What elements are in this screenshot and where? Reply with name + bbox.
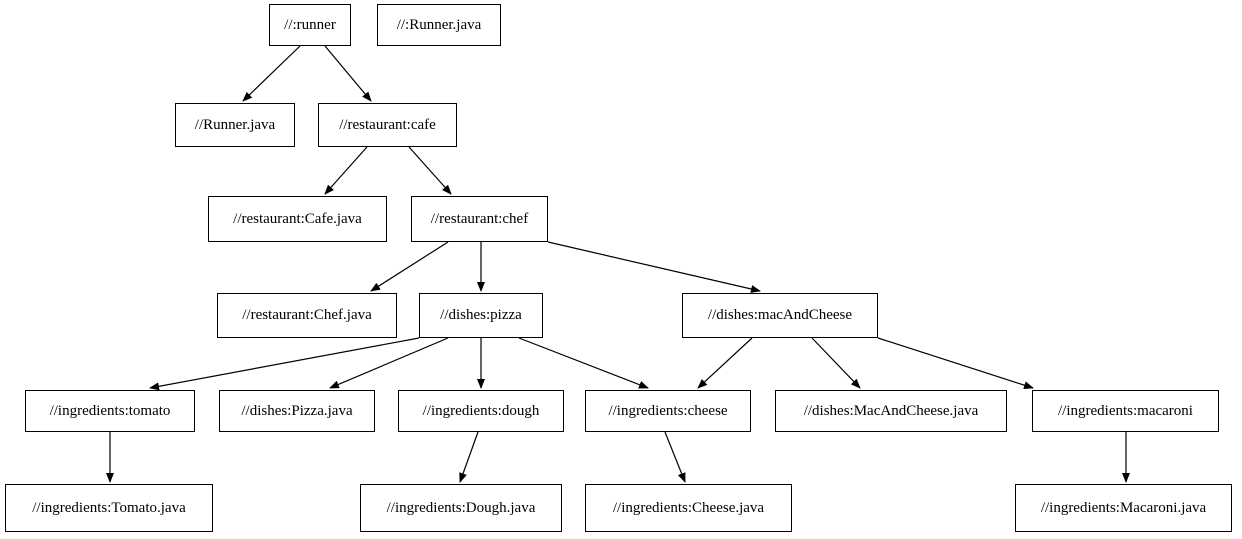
graph-node-label: //ingredients:Dough.java [386,499,536,516]
graph-node-label: //restaurant:Chef.java [242,307,372,323]
graph-node-label: //ingredients:tomato [49,402,171,419]
graph-node-ing_dough_java[interactable]: //ingredients:Dough.java [360,484,562,532]
graph-node-restaurant_chef[interactable]: //restaurant:chef [411,196,548,242]
graph-edge-runner-to-restaurant_cafe [324,45,372,102]
graph-node-ing_cheese[interactable]: //ingredients:cheese [585,390,751,432]
graph-node-dishes_pizza_java[interactable]: //dishes:Pizza.java [219,390,375,432]
graph-node-label: //dishes:MacAndCheese.java [803,402,979,419]
graph-node-label: //ingredients:Cheese.java [612,499,765,516]
graph-node-runner_java[interactable]: //Runner.java [175,103,295,147]
graph-edge-dishes_pizza-to-ing_cheese [518,337,649,389]
graph-node-root_runner_java[interactable]: //:Runner.java [377,4,501,46]
graph-edge-restaurant_chef-to-restaurant_chef_java [370,241,449,292]
graph-node-dishes_mac_java[interactable]: //dishes:MacAndCheese.java [775,390,1007,432]
graph-edge-ing_cheese-to-ing_cheese_java [664,431,686,483]
graph-node-ing_tomato_java[interactable]: //ingredients:Tomato.java [5,484,213,532]
graph-edge-dishes_mac-to-ing_macaroni [877,337,1034,390]
graph-node-label: //ingredients:Tomato.java [32,499,186,516]
graph-node-label: //:Runner.java [396,16,482,33]
graph-node-label: //Runner.java [194,116,276,133]
graph-node-label: //ingredients:macaroni [1058,402,1193,419]
graph-node-label: //ingredients:cheese [608,402,728,419]
graph-edge-restaurant_cafe-to-restaurant_chef [408,146,452,195]
graph-node-label: //:runner [284,16,336,33]
graph-node-ing_cheese_java[interactable]: //ingredients:Cheese.java [585,484,792,532]
graph-edge-dishes_pizza-to-ing_tomato [149,337,420,391]
graph-node-label: //dishes:pizza [440,307,522,323]
graph-edge-dishes_pizza-to-dishes_pizza_java [329,337,449,389]
graph-node-ing_macaroni_java[interactable]: //ingredients:Macaroni.java [1015,484,1232,532]
graph-node-restaurant_cafe[interactable]: //restaurant:cafe [318,103,457,147]
graph-node-ing_dough[interactable]: //ingredients:dough [398,390,564,432]
graph-node-ing_macaroni[interactable]: //ingredients:macaroni [1032,390,1219,432]
graph-node-label: //ingredients:dough [422,402,540,419]
graph-node-label: //ingredients:Macaroni.java [1040,499,1207,516]
graph-node-dishes_pizza[interactable]: //dishes:pizza [419,293,543,338]
graph-node-label: //restaurant:chef [430,210,529,227]
graph-edge-restaurant_cafe-to-restaurant_cafe_java [324,146,368,195]
graph-edge-restaurant_chef-to-dishes_mac [547,241,761,293]
graph-node-dishes_mac[interactable]: //dishes:macAndCheese [682,293,878,338]
graph-node-label: //restaurant:cafe [339,116,436,133]
graph-node-label: //dishes:macAndCheese [707,307,853,323]
graph-node-label: //restaurant:Cafe.java [233,210,362,227]
graph-edge-ing_dough-to-ing_dough_java [459,431,479,483]
graph-edge-dishes_mac-to-dishes_mac_java [811,337,861,389]
graph-node-label: //dishes:Pizza.java [241,402,353,419]
graph-node-ing_tomato[interactable]: //ingredients:tomato [25,390,195,432]
graph-node-runner[interactable]: //:runner [269,4,351,46]
graph-node-restaurant_chef_java[interactable]: //restaurant:Chef.java [217,293,397,338]
graph-edge-runner-to-runner_java [242,45,301,102]
graph-node-restaurant_cafe_java[interactable]: //restaurant:Cafe.java [208,196,387,242]
graph-edge-dishes_mac-to-ing_cheese [697,337,753,389]
